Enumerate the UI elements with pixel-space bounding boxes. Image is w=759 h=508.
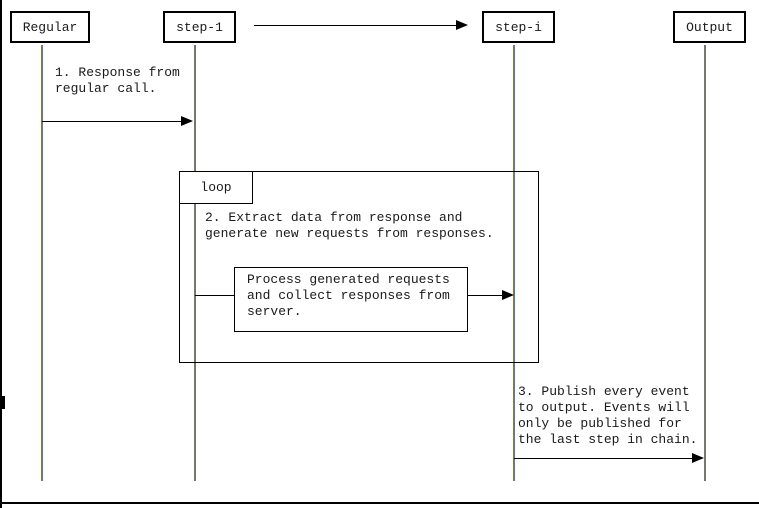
message-3-arrow-head-icon [692,453,704,463]
lifeline-regular [41,45,43,481]
message-1-arrow-line [42,121,182,122]
left-edge-notch [0,396,5,409]
participant-label-output: Output [686,19,733,35]
message-1-arrow-head-icon [181,116,193,126]
lifeline-output [704,45,706,481]
chain-arrow-head-icon [456,20,468,30]
chain-arrow-line [254,25,458,26]
participant-label-step-1: step-1 [176,19,223,35]
process-requests-box: Process generated requests and collect r… [234,267,468,332]
message-2-arrow-head-icon [502,290,514,300]
participant-label-regular: Regular [22,19,78,35]
loop-fragment-box [179,171,539,363]
message-3-arrow-line [514,458,694,459]
message-2-text: 2. Extract data from response and genera… [205,210,494,241]
message-3-text: 3. Publish every event to output. Events… [518,384,698,447]
message-1-text: 1. Response from regular call. [55,65,180,96]
participant-label-step-i: step-i [495,19,542,35]
participant-box-step-i: step-i [482,11,555,43]
bottom-border-line [0,502,759,504]
participant-box-regular: Regular [10,11,90,43]
lifeline-step-i [513,45,515,481]
participant-box-output: Output [673,11,746,43]
left-border-line [0,0,2,508]
loop-label: loop [179,171,253,204]
loop-label-text: loop [200,180,232,195]
participant-box-step-1: step-1 [163,11,236,43]
lifeline-step-1 [194,45,196,481]
